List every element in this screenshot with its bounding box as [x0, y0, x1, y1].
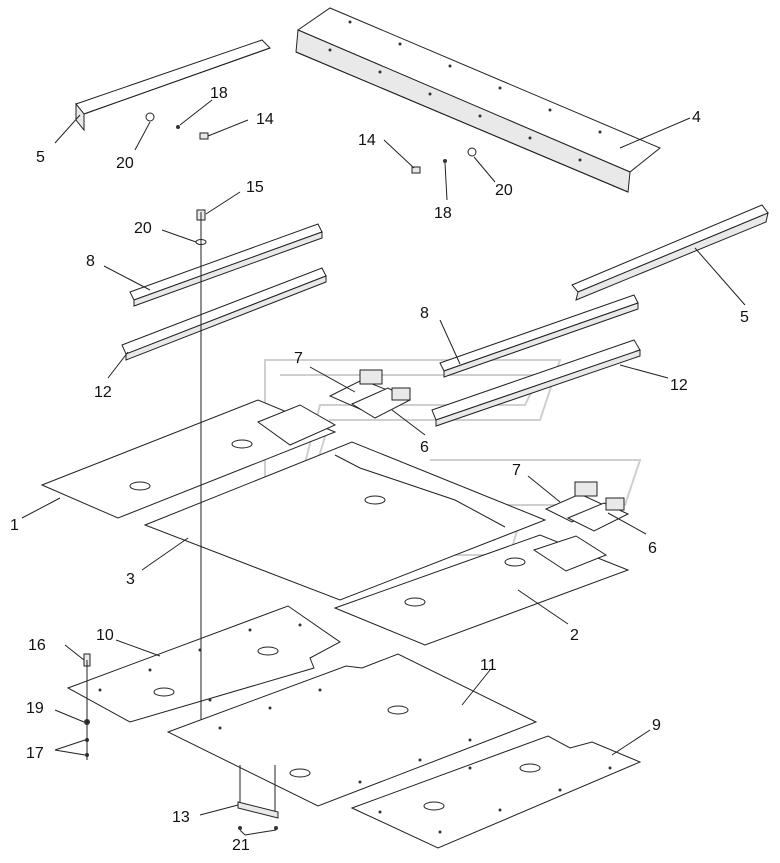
callout-12-right: 12: [670, 377, 688, 394]
part-5-angle-right: [571, 204, 769, 301]
callout-19: 19: [26, 700, 44, 717]
callout-11: 11: [480, 657, 497, 674]
part-6-7-hinge-upper: [328, 369, 412, 419]
callout-18-center: 18: [434, 205, 452, 222]
callout-4: 4: [692, 109, 701, 126]
part-3-panel: [143, 441, 547, 601]
callout-20-center: 20: [495, 182, 513, 199]
part-9-panel: [350, 735, 642, 849]
callout-20-left: 20: [134, 220, 152, 237]
part-4-long-angle-bar: [295, 7, 661, 193]
part-11-panel: [166, 653, 538, 807]
part-12-strip-left: [121, 267, 327, 361]
part-8-strip-right: [439, 294, 639, 378]
callout-14-center: 14: [358, 132, 376, 149]
part-1-panel: [40, 399, 337, 519]
part-6-7-hinge-lower: [544, 481, 630, 532]
callout-2: 2: [570, 627, 579, 644]
part-2-panel: [333, 534, 630, 646]
callout-17: 17: [26, 745, 44, 762]
callout-5-upper-left: 5: [36, 149, 45, 166]
callout-3: 3: [126, 571, 135, 588]
part-5-angle-left: [75, 39, 271, 132]
callout-20-upper-left: 20: [116, 155, 134, 172]
callout-13: 13: [172, 809, 190, 826]
callout-9: 9: [652, 717, 661, 734]
callout-10: 10: [96, 627, 114, 644]
callout-18-upper-left: 18: [210, 85, 228, 102]
callout-7-upper: 7: [294, 350, 303, 367]
part-8-strip-left: [129, 223, 323, 307]
callout-1: 1: [10, 517, 19, 534]
callout-15: 15: [246, 179, 264, 196]
callout-21: 21: [232, 837, 250, 854]
callout-labels: 5 20 18 14 14 18 20 4 15 20 8 12 5 8 12 …: [10, 85, 749, 854]
callout-8-left: 8: [86, 253, 95, 270]
part-13-bracket: [237, 765, 279, 819]
callout-16: 16: [28, 637, 46, 654]
callout-5-right: 5: [740, 309, 749, 326]
callout-8-right: 8: [420, 305, 429, 322]
callout-14-upper-left: 14: [256, 111, 274, 128]
callout-7-lower: 7: [512, 462, 521, 479]
leader-lines: [21, 99, 746, 836]
callout-12-left: 12: [94, 384, 112, 401]
callout-6-lower: 6: [648, 540, 657, 557]
part-12-strip-right: [431, 339, 641, 427]
callout-6-upper: 6: [420, 439, 429, 456]
part-10-panel: [66, 605, 341, 723]
